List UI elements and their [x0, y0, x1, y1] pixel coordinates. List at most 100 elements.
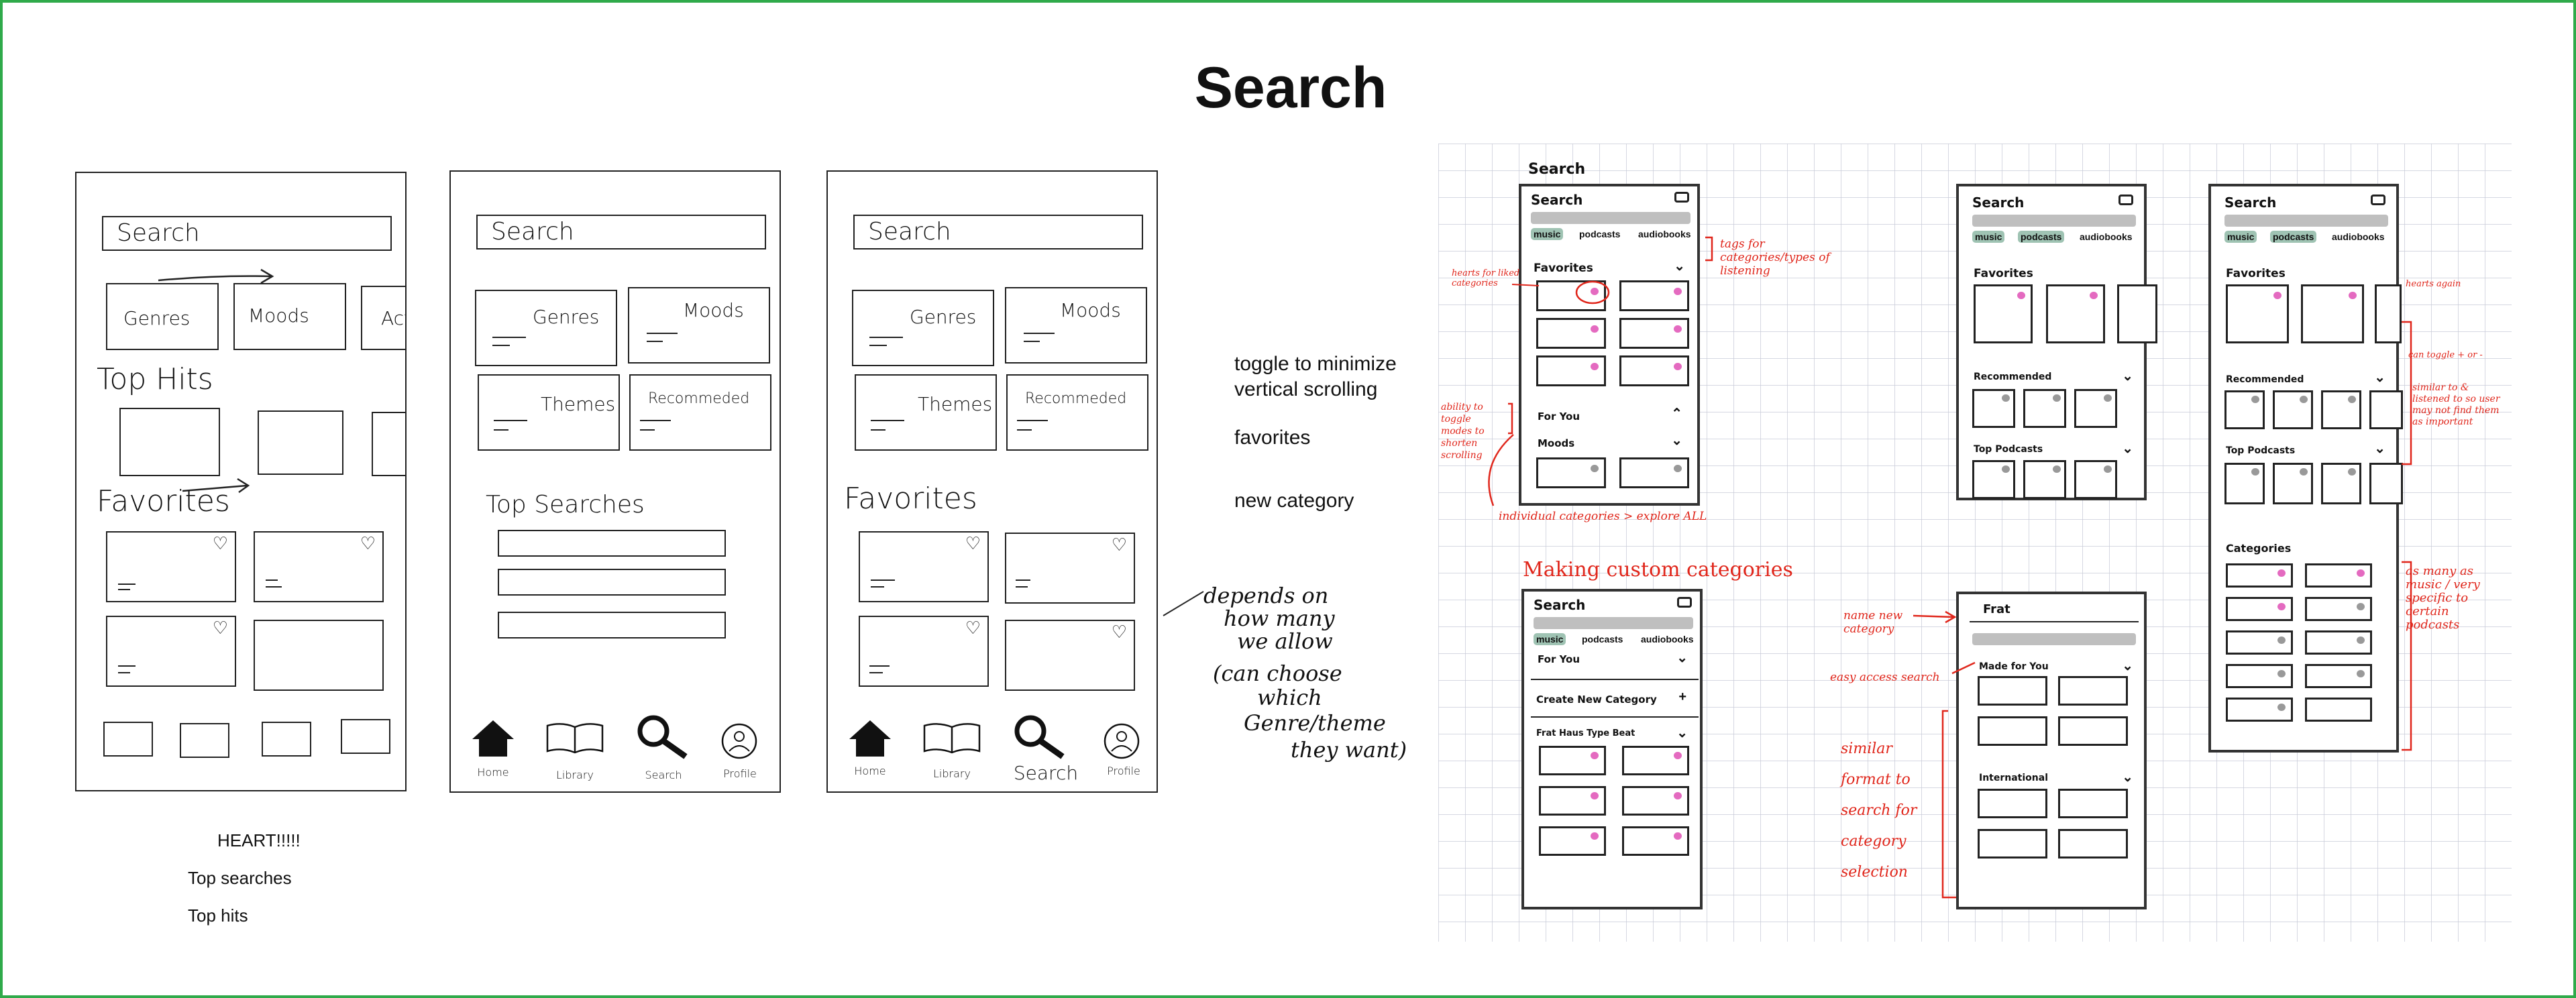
- annotation-easy-search: easy access search: [1830, 671, 1940, 684]
- tile-themes: Themes: [478, 374, 620, 451]
- note-favorites: favorites: [1234, 427, 1311, 449]
- tile-recommended: Recommeded: [1006, 374, 1148, 451]
- custom-categories-heading: Making custom categories: [1523, 558, 1793, 581]
- annotation-similar: similar to & listened to so user may not…: [2412, 382, 2500, 427]
- top-search-row: [498, 530, 726, 557]
- search-input-sketch: Search: [476, 215, 766, 249]
- nav-search-label: Search: [1013, 762, 1079, 784]
- favorite-card: ♡: [106, 531, 236, 602]
- sketch-phone-a: Search music podcasts audiobooks Favorit…: [1519, 184, 1700, 506]
- top-hits-heading: Top Hits: [97, 362, 213, 396]
- search-icon: [1014, 715, 1065, 759]
- search-icon: [637, 715, 688, 759]
- home-icon: [472, 720, 514, 757]
- camera-icon: [1677, 597, 1692, 608]
- favorite-card: ♡: [1005, 533, 1135, 604]
- note-top-hits: Top hits: [188, 905, 248, 926]
- heart-icon: ♡: [965, 534, 981, 554]
- sketch-phone-e: Frat Made for You ⌄ International ⌄: [1956, 592, 2147, 909]
- favorite-card: [254, 620, 384, 691]
- top-searches-heading: Top Searches: [486, 491, 645, 518]
- search-input-sketch: Search: [102, 216, 392, 251]
- annotation-as-many: as many as music / very specific to cert…: [2406, 564, 2480, 632]
- top-hit-card: [119, 408, 220, 476]
- favorite-card: ♡: [859, 531, 989, 602]
- annotation-can-toggle: can toggle + or -: [2408, 350, 2483, 360]
- nav-placeholder: [180, 723, 229, 758]
- nav-library-label: Library: [933, 767, 971, 780]
- tile-moods: Moods: [628, 287, 770, 364]
- sketch-page-label: Search: [1528, 161, 1586, 178]
- search-input-sketch: Search: [853, 215, 1143, 249]
- annotation-toggle: ability to toggle modes to shorten scrol…: [1441, 402, 1485, 461]
- scroll-arrow-icon: [158, 268, 274, 284]
- note-toggle: toggle to minimize vertical scrolling: [1234, 353, 1397, 400]
- page-title: Search: [1194, 56, 1387, 120]
- scroll-arrow-icon: [182, 478, 250, 494]
- heart-icon: ♡: [965, 618, 981, 639]
- annotation-individual: individual categories > explore ALL: [1499, 510, 1707, 523]
- camera-icon: [2118, 195, 2133, 205]
- nav-placeholder: [341, 719, 390, 754]
- wireframe-2: Search Genres Moods Themes Recommeded To…: [449, 170, 781, 793]
- heart-icon: ♡: [360, 534, 376, 554]
- annotation-hearts: hearts for liked categories: [1452, 268, 1520, 288]
- wireframe-1: Search Genres Moods Acti Top Hits Favori…: [75, 172, 407, 791]
- heart-icon: ♡: [1111, 535, 1127, 555]
- handwritten-note: depends on how many we allow (can choose…: [1203, 583, 1407, 763]
- favorites-heading: Favorites: [97, 484, 230, 518]
- top-hit-card: [372, 412, 405, 476]
- nav-placeholder: [103, 722, 153, 757]
- tag-audiobooks: audiobooks: [1638, 229, 1691, 239]
- tile-moods: Moods: [1005, 287, 1147, 364]
- sketch-phone-c: Search music podcasts audiobooks Favorit…: [2208, 184, 2403, 753]
- sketch-phone-d: Search music podcasts audiobooks For You…: [1521, 589, 1703, 909]
- nav-home-label: Home: [477, 766, 509, 779]
- tile-themes: Themes: [855, 374, 997, 451]
- tile-activities: Acti: [361, 286, 405, 350]
- wireframe-3: Search Genres Moods Themes Recommeded Fa…: [826, 170, 1158, 793]
- heart-icon: ♡: [212, 534, 228, 554]
- library-icon: [546, 723, 604, 754]
- nav-home-label: Home: [854, 765, 886, 777]
- tag-music: music: [1531, 228, 1564, 240]
- profile-icon: [721, 723, 757, 759]
- tile-genres: Genres: [475, 290, 617, 366]
- tile-genres: Genres: [852, 290, 994, 366]
- nav-placeholder: [262, 722, 311, 757]
- annotation-name-category: name new category: [1843, 609, 1903, 636]
- heart-icon: ♡: [212, 618, 228, 639]
- camera-icon: [1674, 192, 1689, 203]
- nav-library-label: Library: [556, 769, 594, 781]
- home-icon: [849, 720, 891, 757]
- top-search-row: [498, 569, 726, 596]
- tag-podcasts: podcasts: [1579, 229, 1621, 239]
- note-heart: HEART!!!!!: [217, 830, 301, 850]
- nav-profile-label: Profile: [1107, 765, 1140, 777]
- grid-paper-sketch: Search Search music podcasts audiobooks …: [1438, 144, 2512, 942]
- favorite-card: ♡: [1005, 620, 1135, 691]
- favorite-card: ♡: [254, 531, 384, 602]
- favorite-card: ♡: [106, 616, 236, 687]
- favorites-heading: Favorites: [844, 482, 977, 516]
- annotation-hearts-again: hearts again: [2406, 279, 2461, 289]
- note-top-searches: Top searches: [188, 868, 292, 888]
- nav-search-label: Search: [645, 769, 682, 781]
- favorite-card: ♡: [859, 616, 989, 687]
- top-hit-card: [258, 410, 343, 475]
- annotation-tags: tags for categories/types of listening: [1720, 237, 1830, 278]
- heart-icon: ♡: [1111, 622, 1127, 643]
- nav-profile-label: Profile: [723, 767, 757, 780]
- camera-icon: [2371, 195, 2385, 205]
- library-icon: [923, 723, 981, 754]
- tile-genres: Genres: [106, 283, 219, 350]
- annotation-similar-format: similar format to search for category se…: [1841, 740, 1917, 881]
- tile-recommended: Recommeded: [629, 374, 771, 451]
- profile-icon: [1104, 723, 1140, 759]
- note-pointer-line: [1163, 591, 1204, 616]
- note-new-category: new category: [1234, 490, 1354, 512]
- tile-moods: Moods: [233, 283, 346, 350]
- top-search-row: [498, 612, 726, 639]
- sketch-phone-b: Search music podcasts audiobooks Favorit…: [1956, 184, 2157, 500]
